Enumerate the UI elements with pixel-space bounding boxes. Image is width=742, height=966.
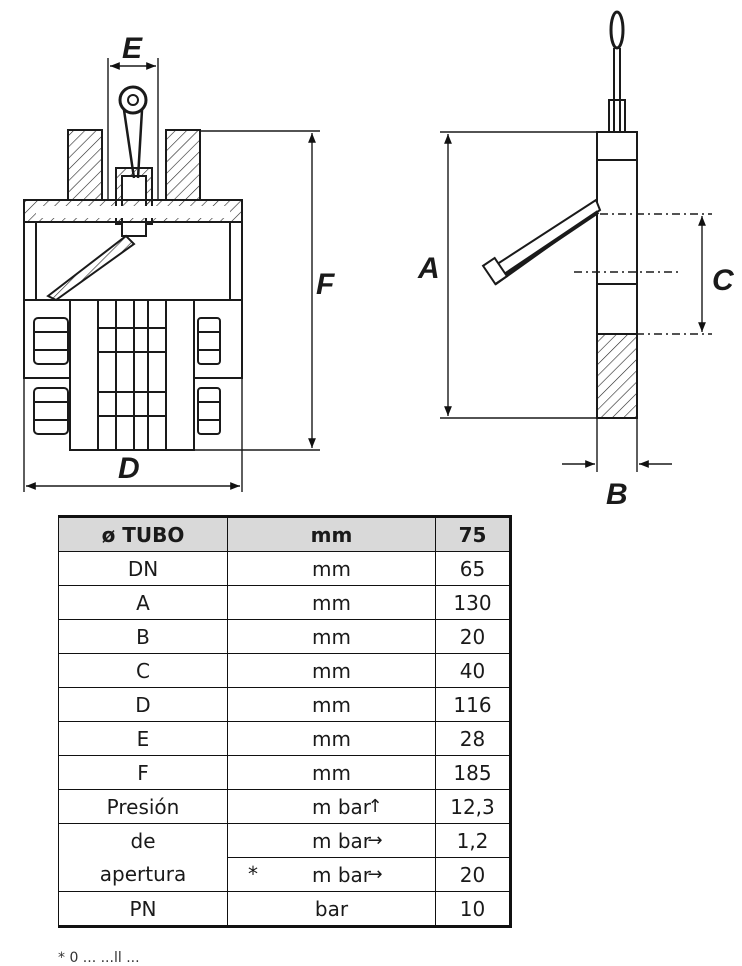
row-label: A xyxy=(58,585,228,620)
dim-label-d: D xyxy=(118,452,140,485)
pressure-unit-cell: m bar ↑ xyxy=(227,789,436,824)
dim-label-f: F xyxy=(316,268,335,301)
bolt-nuts xyxy=(33,317,221,435)
table-row: C mm 40 xyxy=(58,653,512,688)
dim-label-e: E xyxy=(122,32,143,65)
pressure-unit: m bar xyxy=(311,862,371,887)
pressure-value: 1,2 xyxy=(435,823,512,858)
technical-drawing: E F D A C B xyxy=(23,10,735,511)
row-unit: mm xyxy=(227,585,436,620)
pressure-label-line: apertura xyxy=(58,857,228,892)
table-row: D mm 116 xyxy=(58,687,512,722)
arrow-right-icon: → xyxy=(367,864,383,885)
row-unit: mm xyxy=(227,721,436,756)
row-unit: mm xyxy=(227,653,436,688)
front-dimensions xyxy=(23,58,320,492)
row-label: C xyxy=(58,653,228,688)
arrow-up-icon: ↑ xyxy=(367,796,383,817)
row-value: 20 xyxy=(435,619,512,654)
row-unit: mm xyxy=(227,619,436,654)
row-label: DN xyxy=(58,551,228,586)
row-value: 40 xyxy=(435,653,512,688)
table-row: A mm 130 xyxy=(58,585,512,620)
side-view xyxy=(481,10,638,419)
pressure-value: 12,3 xyxy=(435,789,512,824)
front-view xyxy=(23,85,243,451)
pressure-unit: m bar xyxy=(311,794,371,819)
pressure-label-line: Presión xyxy=(58,789,228,824)
flap xyxy=(46,234,136,302)
row-value: 28 xyxy=(435,721,512,756)
row-value: 116 xyxy=(435,687,512,722)
arrow-right-icon: → xyxy=(367,830,383,851)
side-dimensions xyxy=(440,131,712,472)
pressure-unit-cell: m bar → xyxy=(227,823,436,858)
header-value: 75 xyxy=(435,515,512,552)
spec-table: ø TUBO mm 75 DN mm 65 A mm 130 B mm 20 C… xyxy=(58,515,512,928)
table-header-row: ø TUBO mm 75 xyxy=(58,515,512,552)
row-value: 185 xyxy=(435,755,512,790)
table-row: E mm 28 xyxy=(58,721,512,756)
dim-label-a: A xyxy=(417,252,440,285)
pressure-label-line: de xyxy=(58,823,228,858)
row-label: E xyxy=(58,721,228,756)
side-lift-ring xyxy=(609,10,625,50)
left-clamp xyxy=(69,299,99,451)
footnote: * 0 ... ...ll ... xyxy=(58,950,140,966)
table-row: F mm 185 xyxy=(58,755,512,790)
lift-ring xyxy=(118,85,148,115)
pressure-row: apertura * m bar → 20 xyxy=(58,857,512,892)
pressure-row: de m bar → 1,2 xyxy=(58,823,512,858)
row-label: PN xyxy=(58,891,228,928)
row-value: 130 xyxy=(435,585,512,620)
row-label: D xyxy=(58,687,228,722)
dim-label-c: C xyxy=(712,264,735,297)
pressure-unit: m bar xyxy=(311,828,371,853)
side-body xyxy=(596,131,638,285)
row-unit: mm xyxy=(227,551,436,586)
table-row: B mm 20 xyxy=(58,619,512,654)
header-unit: mm xyxy=(227,515,436,552)
row-unit: mm xyxy=(227,687,436,722)
dim-label-b: B xyxy=(606,478,628,511)
row-value: 10 xyxy=(435,891,512,928)
pressure-value: 20 xyxy=(435,857,512,892)
right-clamp xyxy=(165,299,195,451)
row-unit: bar xyxy=(227,891,436,928)
side-seat xyxy=(596,333,638,419)
row-label: B xyxy=(58,619,228,654)
asterisk-mark: * xyxy=(248,862,258,886)
table-row: DN mm 65 xyxy=(58,551,512,586)
row-label: F xyxy=(58,755,228,790)
left-top-flange xyxy=(67,129,103,201)
right-top-flange xyxy=(165,129,201,201)
row-unit: mm xyxy=(227,755,436,790)
pressure-unit-cell: * m bar → xyxy=(227,857,436,892)
table-row: PN bar 10 xyxy=(58,891,512,928)
pressure-row: Presión m bar ↑ 12,3 xyxy=(58,789,512,824)
header-label: ø TUBO xyxy=(58,515,228,552)
row-value: 65 xyxy=(435,551,512,586)
